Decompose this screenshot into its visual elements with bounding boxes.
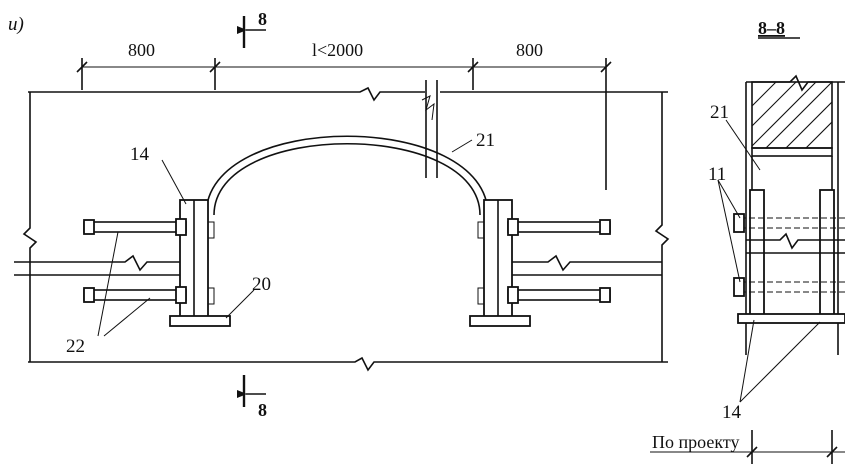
main-elevation-view: и) 8 8 800 l<2000 800	[8, 9, 670, 420]
dimension-middle: l<2000	[312, 40, 363, 60]
section-cut-mark-top: 8	[237, 9, 267, 48]
cut-mark-top-label: 8	[258, 9, 267, 29]
figure-letter: и)	[8, 14, 24, 35]
beam-outline	[14, 86, 670, 372]
callout-21-arch-label: 21	[476, 130, 495, 151]
left-bracket	[169, 199, 231, 327]
hatched-block	[751, 81, 833, 157]
callout-11-label: 11	[708, 164, 726, 185]
section-bottom-dimension: По проекту	[650, 430, 845, 464]
callout-14-top-label: 14	[130, 144, 150, 165]
callout-20: 20	[225, 274, 271, 319]
callout-11: 11	[708, 164, 741, 283]
dimension-line: 800 l<2000 800	[76, 40, 612, 190]
callout-21-section-label: 21	[710, 102, 729, 123]
section-cut-mark-bottom: 8	[237, 375, 267, 420]
callout-22-label: 22	[66, 336, 85, 357]
section-title: 8–8	[758, 18, 785, 38]
section-8-8-view: 8–8	[650, 18, 845, 464]
bottom-note: По проекту	[652, 432, 739, 452]
right-bolts	[507, 218, 611, 304]
cut-mark-bottom-label: 8	[258, 400, 267, 420]
arch-bracket	[205, 80, 489, 216]
callout-21-section: 21	[710, 102, 761, 171]
callout-20-label: 20	[252, 274, 271, 295]
callout-22: 22	[66, 231, 151, 357]
callout-14-section-label: 14	[722, 402, 742, 423]
callout-14-section: 14	[722, 319, 821, 423]
right-bracket	[469, 199, 531, 327]
dimension-right: 800	[516, 40, 543, 60]
left-bolts	[83, 218, 187, 304]
dimension-left: 800	[128, 40, 155, 60]
callout-21-arch: 21	[451, 130, 495, 153]
callout-14-top: 14	[130, 144, 187, 205]
